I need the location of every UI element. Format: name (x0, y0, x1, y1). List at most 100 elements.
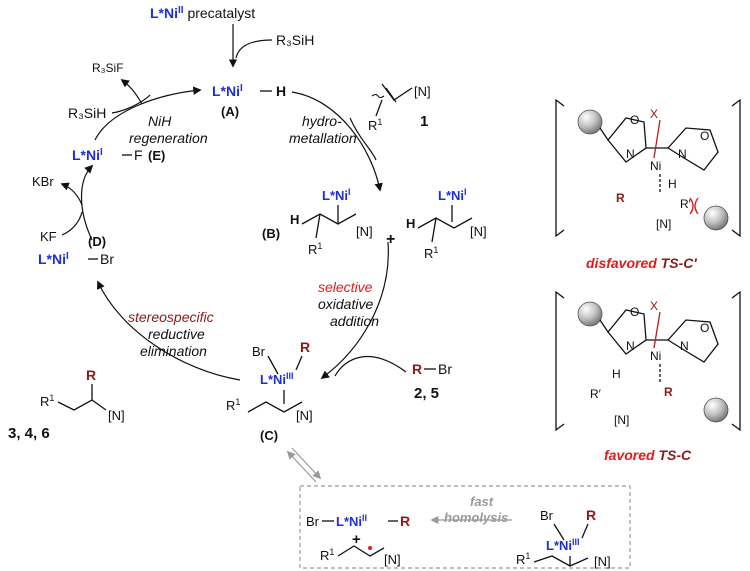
nih-regeneration-label-2: regeneration (129, 130, 208, 146)
silyl-fluoride-out-arrow (120, 78, 143, 105)
svg-text:Br: Br (540, 508, 554, 523)
species-e-tag: (E) (148, 148, 165, 163)
precatalyst-label: L*NiII precatalyst (150, 5, 255, 21)
svg-text:[N]: [N] (594, 554, 611, 569)
svg-text:[N]: [N] (614, 413, 629, 427)
svg-text:R1: R1 (308, 241, 322, 257)
svg-text:Ni: Ni (650, 159, 661, 173)
svg-text:X: X (650, 107, 658, 121)
svg-text:[N]: [N] (384, 552, 401, 567)
svg-text:R: R (616, 191, 625, 205)
oxidative-addition-arrow (320, 241, 389, 379)
svg-text:R′: R′ (680, 197, 692, 211)
species-d-tag: (D) (88, 234, 106, 249)
species-e-fluoride: F (134, 147, 143, 163)
svg-text:N: N (678, 147, 687, 161)
reductive-elimination-label-1: stereospecific (128, 309, 214, 325)
equilibrium-arrow-back (286, 450, 317, 483)
hydrometallation-label-2: metallation (289, 130, 357, 146)
svg-text:[N]: [N] (108, 408, 125, 423)
svg-text:Br: Br (252, 344, 266, 359)
svg-text:Ni: Ni (650, 349, 661, 363)
svg-text:L*NiI: L*NiI (438, 187, 467, 203)
ts-disfavored-label: disfavored TS-C′ (586, 255, 697, 271)
alkyl-halide-r: R (412, 361, 422, 377)
ts-favored-label: favored TS-C (604, 447, 692, 463)
svg-text:O: O (700, 321, 709, 335)
svg-text:N: N (626, 339, 635, 353)
alkene-1-structure (371, 83, 413, 117)
svg-text:H: H (290, 212, 299, 227)
svg-text:R1: R1 (320, 547, 334, 563)
alkene-n-label: [N] (414, 84, 431, 99)
reductive-elimination-label-2: reductive (148, 326, 205, 342)
species-b-right-structure: L*NiI H [N] R1 (406, 187, 487, 261)
silane-left-label: R₃SiH (68, 105, 106, 121)
reductive-elimination-arrow (96, 280, 241, 381)
svg-text:H: H (406, 216, 415, 231)
species-b-tag: (B) (262, 226, 280, 241)
svg-text:N: N (626, 147, 635, 161)
radical-plus-sign: + (352, 531, 361, 548)
alkyl-halide-compound-number: 2, 5 (414, 385, 439, 402)
oxidative-addition-label-1: selective (318, 279, 373, 295)
alkyl-halide-in-arrow (334, 355, 407, 377)
species-a-hydride: H (276, 83, 286, 99)
nickel-ii-structure: Br L*NiII R (306, 513, 410, 529)
bromide-fluoride-exchange-arrow (80, 164, 94, 241)
silane-entry-arrow (235, 39, 273, 59)
svg-text:R1: R1 (226, 397, 240, 413)
nih-regeneration-arrow (94, 86, 202, 141)
svg-text:R1: R1 (40, 393, 54, 409)
svg-text:H: H (668, 177, 677, 191)
alkyl-halide-br: Br (438, 361, 452, 377)
equilibrium-arrow-forward (291, 447, 322, 480)
species-a-nickel-hydride: L*NiI (212, 83, 243, 99)
product-structure: R1 R [N] (40, 367, 125, 423)
ts-favored-structure: O O N N Ni X H R′ R [N] (555, 290, 741, 432)
svg-text:O: O (630, 113, 639, 127)
plus-sign: + (386, 231, 395, 248)
species-c-tag: (C) (260, 428, 278, 443)
oxidative-addition-label-2: oxidative (318, 296, 373, 312)
svg-text:O: O (630, 305, 639, 319)
svg-text:[N]: [N] (656, 217, 671, 231)
svg-text:X: X (650, 299, 658, 313)
svg-text:R: R (86, 367, 96, 383)
fast-homolysis-label-1: fast (470, 494, 494, 509)
svg-text:N: N (680, 339, 689, 353)
species-c-structure: Br R L*NiIII R1 [N] (226, 339, 313, 423)
homolysis-box (299, 485, 631, 569)
radical-dot (368, 546, 372, 550)
svg-text:R: R (400, 513, 410, 529)
svg-text:H: H (612, 367, 621, 381)
svg-text:[N]: [N] (470, 224, 487, 239)
svg-text:L*NiI: L*NiI (322, 187, 351, 203)
nickel-iii-in-box-structure: Br R L*NiIII R1 [N] (516, 507, 611, 569)
kbr-out-arrow (60, 182, 83, 206)
svg-text:R: R (300, 339, 310, 355)
kf-label: KF (40, 229, 57, 244)
svg-text:L*NiIII: L*NiIII (260, 371, 294, 387)
svg-text:R1: R1 (516, 551, 530, 567)
fast-homolysis-label-2: homolysis (444, 510, 508, 525)
svg-text:Br: Br (306, 514, 320, 529)
kf-in-arrow (61, 211, 83, 236)
species-d-bromide: Br (100, 251, 114, 267)
kbr-label: KBr (32, 174, 54, 189)
alkene-r1-label: R1 (368, 117, 382, 133)
species-d-nickel-bromide: L*NiI (38, 251, 69, 267)
hydrometallation-label-1: hydro- (302, 113, 342, 129)
species-b-left-structure: L*NiI H [N] R1 (290, 187, 373, 257)
silyl-fluoride-label: R₃SiF (92, 61, 124, 75)
nih-regeneration-label-1: NiH (148, 113, 172, 129)
svg-text:L*NiIII: L*NiIII (546, 537, 580, 553)
svg-text:[N]: [N] (356, 224, 373, 239)
svg-text:R: R (664, 385, 673, 399)
svg-text:R1: R1 (424, 245, 438, 261)
product-compound-numbers: 3, 4, 6 (8, 425, 50, 442)
species-a-tag: (A) (221, 104, 239, 119)
svg-text:R: R (586, 507, 596, 523)
oxidative-addition-label-3: addition (330, 313, 379, 329)
